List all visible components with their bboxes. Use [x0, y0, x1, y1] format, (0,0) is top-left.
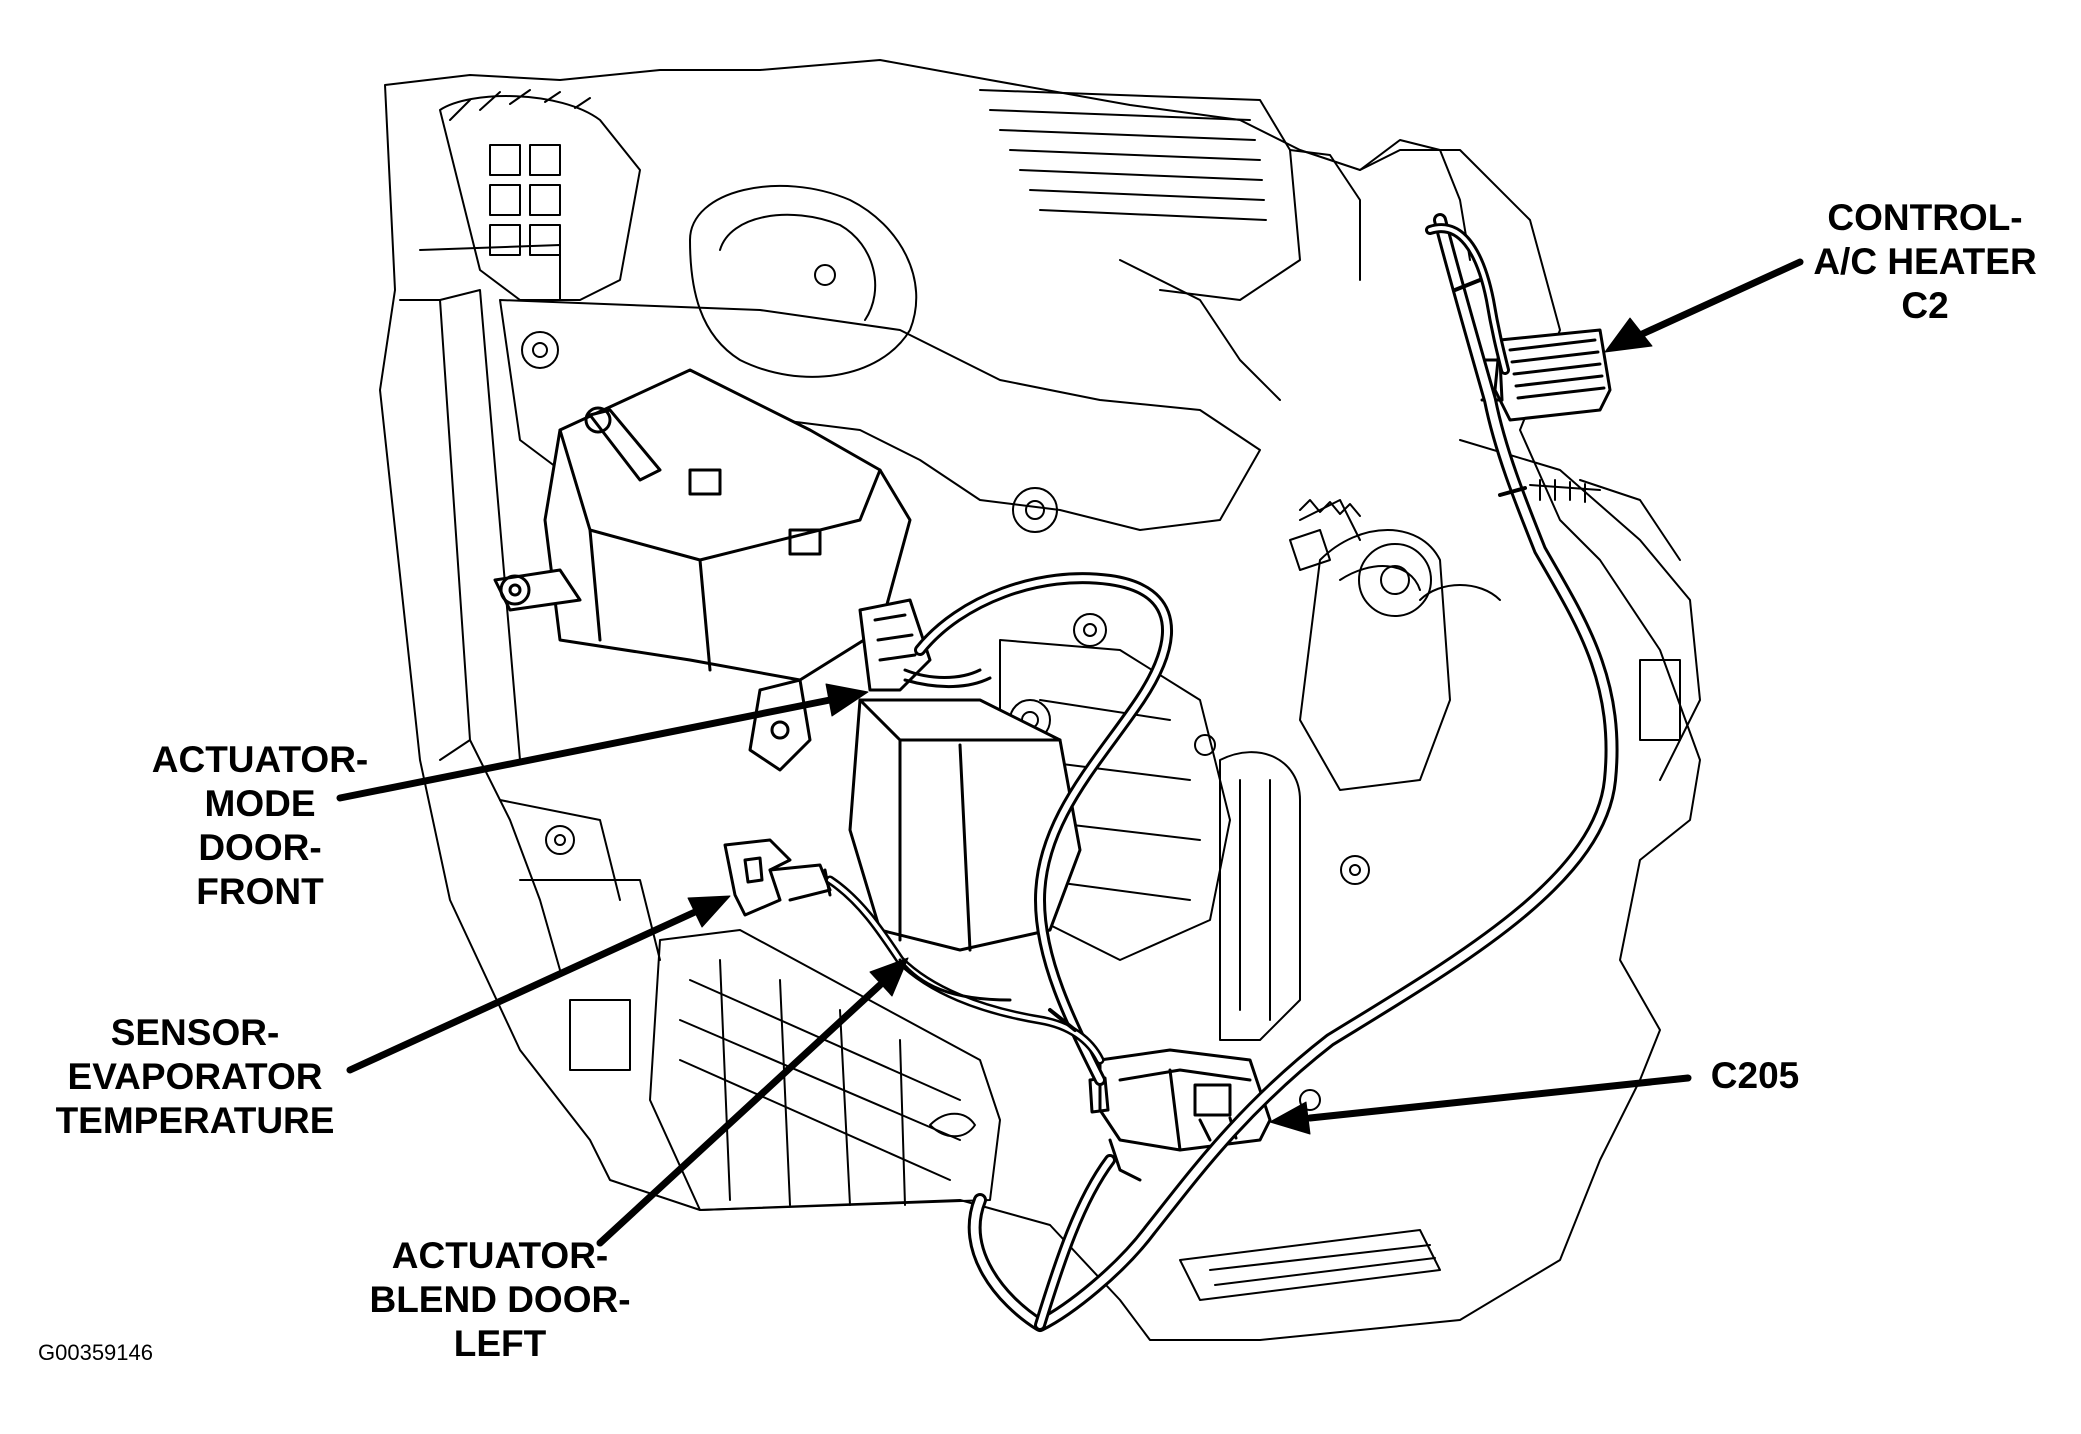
label-line: CONTROL-: [1827, 197, 2023, 238]
label-line: SENSOR-: [110, 1012, 280, 1053]
label-line: ACTUATOR-: [391, 1235, 609, 1276]
arrow-sensor-evaporator: [346, 908, 699, 1074]
connector-control-ac-heater-c2: [1478, 328, 1612, 422]
label-line: FRONT: [196, 871, 324, 912]
wiring-harness: [825, 213, 1619, 1332]
actuator-blend-door-left: [848, 698, 1082, 952]
arrow-actuator-mode-door: [336, 696, 834, 802]
label-line: BLEND DOOR-: [369, 1279, 631, 1320]
label-control-ac-heater-c2: CONTROL- A/C HEATER C2: [1775, 196, 2075, 328]
hvac-housing: [379, 59, 1701, 1341]
figure-id: G00359146: [38, 1340, 153, 1365]
label-line: MODE: [204, 783, 316, 824]
label-line: TEMPERATURE: [55, 1100, 335, 1141]
sensor-evaporator-temperature: [723, 838, 832, 917]
actuator-mode-door-front: [493, 368, 932, 772]
arrowhead-actuator-mode-door: [825, 683, 869, 717]
label-line: C2: [1901, 285, 1949, 326]
arrow-control-ac-heater: [1636, 258, 1804, 339]
label-c205: C205: [1695, 1054, 1815, 1098]
label-line: LEFT: [453, 1323, 547, 1364]
arrow-actuator-blend-door: [596, 981, 884, 1247]
arrowhead-sensor-evaporator: [687, 895, 731, 928]
label-line: ACTUATOR-: [151, 739, 369, 780]
leader-arrows: [336, 258, 1804, 1247]
arrowhead-control-ac-heater: [1604, 317, 1653, 353]
label-line: A/C HEATER: [1813, 241, 2037, 282]
arrow-c205: [1306, 1074, 1692, 1122]
label-sensor-evaporator-temperature: SENSOR- EVAPORATOR TEMPERATURE: [30, 1011, 360, 1143]
arrowhead-actuator-blend-door: [869, 957, 909, 997]
label-actuator-mode-door-front: ACTUATOR- MODE DOOR- FRONT: [110, 738, 410, 914]
label-actuator-blend-door-left: ACTUATOR- BLEND DOOR- LEFT: [350, 1234, 650, 1366]
label-line: C205: [1710, 1055, 1800, 1096]
arrowhead-c205: [1269, 1101, 1311, 1135]
label-line: EVAPORATOR: [67, 1056, 323, 1097]
label-line: DOOR-: [198, 827, 322, 868]
